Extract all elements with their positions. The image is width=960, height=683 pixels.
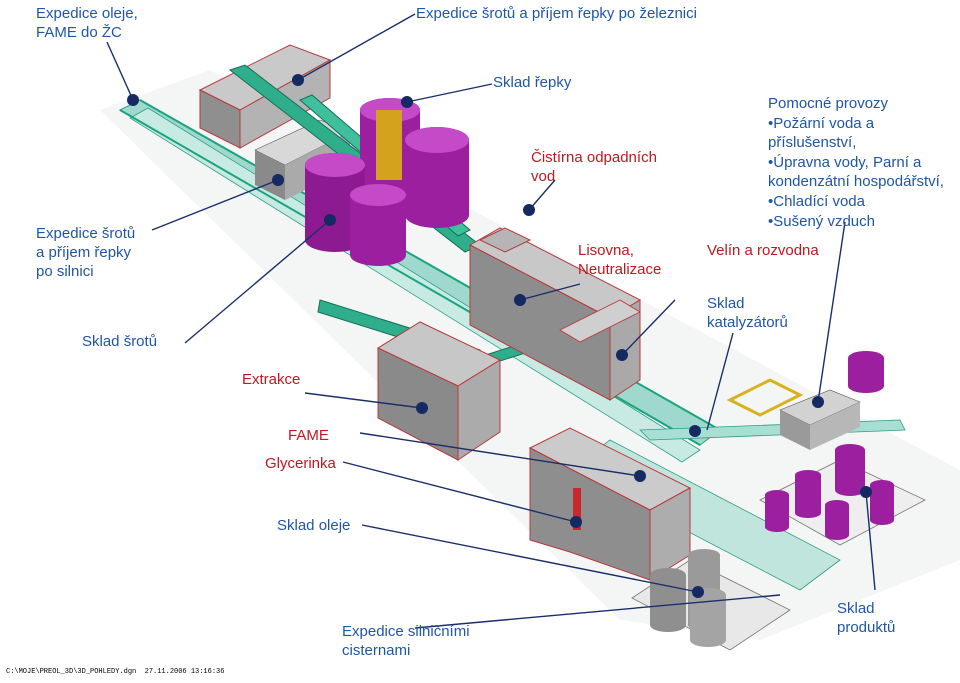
marker-sklad-oleje: [692, 586, 704, 598]
marker-extrakce: [416, 402, 428, 414]
marker-sklad-repky: [401, 96, 413, 108]
file-path-footer: C:\MOJE\PREOL_3D\3D_POHLEDY.dgn 27.11.20…: [6, 668, 225, 676]
fame-building: [528, 427, 692, 581]
label-sklad-produktu: Sklad produktů: [837, 600, 896, 636]
press-building: [468, 227, 642, 401]
label-sklad-oleje: Sklad oleje: [277, 517, 351, 534]
marker-glycerinka: [570, 516, 582, 528]
label-pomocne-provozy: Pomocné provozy •Požární voda a přísluše…: [768, 95, 944, 230]
marker-expedice-srotu-silnice: [272, 174, 284, 186]
label-extrakce: Extrakce: [242, 371, 301, 388]
label-sklad-katalyzatoru: Sklad katalyzátorů: [707, 295, 788, 331]
marker-expedice-srotu-zeleznice: [292, 74, 304, 86]
product-storage-tanks: [759, 351, 926, 546]
label-fame: FAME: [288, 427, 329, 444]
marker-pomocne-provozy: [812, 396, 824, 408]
label-sklad-srotu: Sklad šrotů: [82, 333, 158, 350]
label-cistirna: Čistírna odpadních vod: [531, 149, 657, 185]
marker-sklad-srotu: [324, 214, 336, 226]
marker-lisovna: [514, 294, 526, 306]
marker-velin: [616, 349, 628, 361]
label-sklad-repky: Sklad řepky: [493, 74, 572, 91]
marker-sklad-produktu: [860, 486, 872, 498]
label-expedice-srotu-zeleznice: Expedice šrotů a příjem řepky po železni…: [416, 5, 697, 22]
label-expedice-oleje: Expedice oleje, FAME do ŽC: [36, 5, 138, 41]
marker-cistirna: [523, 204, 535, 216]
rapeseed-silos: [305, 98, 469, 266]
label-velin: Velín a rozvodna: [707, 242, 819, 259]
leader-lines: [106, 13, 876, 629]
label-glycerinka: Glycerinka: [265, 455, 336, 472]
label-expedice-srotu-silnice: Expedice šrotů a příjem řepky po silnici: [36, 225, 136, 280]
label-lisovna: Lisovna, Neutralizace: [578, 242, 662, 278]
location-markers: [127, 74, 872, 598]
label-expedice-silnicnimi: Expedice silničními cisternami: [342, 623, 470, 659]
marker-fame: [634, 470, 646, 482]
marker-expedice-oleje: [127, 94, 139, 106]
marker-sklad-katalyzatoru: [689, 425, 701, 437]
